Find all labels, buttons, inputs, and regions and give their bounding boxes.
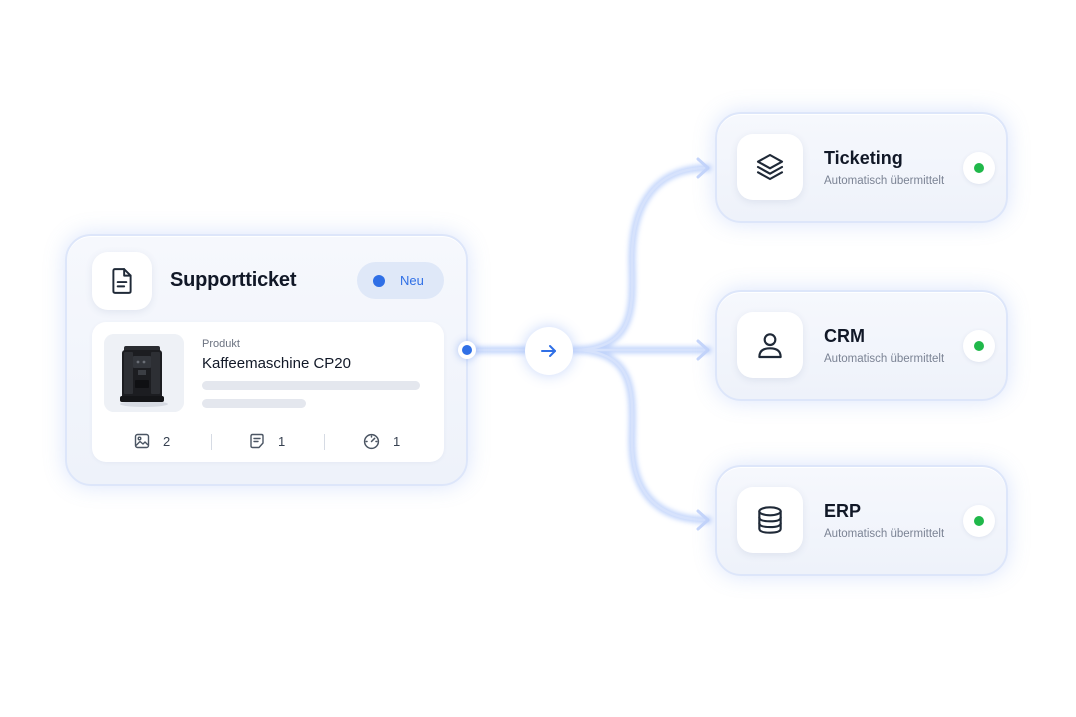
target-name: Ticketing (824, 148, 903, 168)
target-card-crm[interactable]: CRM Automatisch übermittelt (715, 290, 1008, 401)
status-dot-green (974, 341, 984, 351)
status-label: Neu (400, 273, 424, 288)
stat-images-count: 2 (163, 433, 171, 449)
status-dot-green (974, 516, 984, 526)
target-status-indicator (963, 505, 995, 537)
ticket-title: Supportticket (170, 269, 297, 291)
product-image (104, 334, 184, 412)
speedometer-icon (363, 433, 380, 449)
stat-notes[interactable]: 1 (249, 426, 285, 456)
target-icon-tile (737, 487, 803, 553)
ticket-icon-tile (92, 252, 152, 310)
output-port-dot (462, 345, 472, 355)
flow-arrow-node[interactable] (525, 327, 573, 375)
note-icon (250, 433, 264, 449)
skeleton-line (202, 399, 306, 408)
target-name: ERP (824, 501, 862, 521)
status-dot-green (974, 163, 984, 173)
skeleton-line (202, 381, 420, 390)
status-badge: Neu (357, 262, 444, 299)
target-subtitle: Automatisch übermittelt (824, 175, 945, 187)
target-card-erp[interactable]: ERP Automatisch übermittelt (715, 465, 1008, 576)
status-dot (373, 274, 385, 287)
support-ticket-card[interactable]: Supportticket Neu Produkt Kaffeemaschine (65, 234, 468, 486)
target-icon-tile (737, 134, 803, 200)
arrowhead-ticketing (696, 157, 710, 179)
target-subtitle: Automatisch übermittelt (824, 528, 945, 540)
target-icon-tile (737, 312, 803, 378)
image-icon (134, 433, 150, 449)
stat-divider (324, 434, 325, 450)
target-card-ticketing[interactable]: Ticketing Automatisch übermittelt (715, 112, 1008, 223)
database-icon (758, 506, 782, 534)
stat-speed[interactable]: 1 (363, 426, 400, 456)
user-icon (758, 333, 782, 359)
product-name: Kaffeemaschine CP20 (202, 355, 351, 372)
product-label: Produkt (202, 338, 240, 350)
stat-images[interactable]: 2 (134, 426, 170, 456)
stat-speed-count: 1 (393, 433, 401, 449)
stat-divider (211, 434, 212, 450)
connector-arrowheads (696, 157, 710, 531)
connector-glow (472, 164, 712, 524)
coffee-machine-image (104, 334, 184, 412)
arrowhead-erp (696, 509, 710, 531)
product-panel[interactable]: Produkt Kaffeemaschine CP20 2 1 (92, 322, 444, 462)
layers-icon (756, 153, 784, 181)
target-status-indicator (963, 330, 995, 362)
target-name: CRM (824, 326, 865, 346)
connector-lines (474, 166, 710, 522)
arrowhead-crm (696, 339, 710, 361)
arrow-right-icon (541, 345, 556, 357)
output-port[interactable] (458, 341, 476, 359)
stat-notes-count: 1 (278, 433, 286, 449)
document-icon (112, 268, 132, 294)
attachment-stats: 2 1 1 (92, 426, 444, 456)
target-subtitle: Automatisch übermittelt (824, 353, 945, 365)
target-status-indicator (963, 152, 995, 184)
